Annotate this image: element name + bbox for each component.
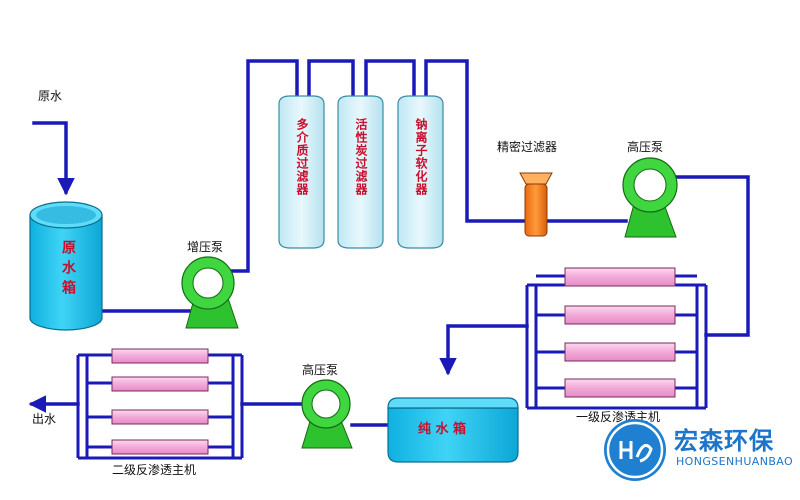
precision-filter (519, 172, 553, 237)
high-pressure-pump-1-label: 高压泵 (627, 140, 664, 154)
ro-stage-2-membranes (111, 348, 209, 455)
booster-to-filters-pipe (219, 59, 299, 273)
logo-badge (604, 419, 666, 481)
membrane-tube (111, 409, 209, 425)
ro1-to-pure-tank-pipe (439, 324, 529, 376)
ro-stage-2-label: 二级反渗透主机 (112, 463, 197, 477)
booster-pump-label: 增压泵 (187, 240, 224, 254)
pure-water-tank-label: 纯 水 箱 (418, 422, 467, 437)
membrane-tube (564, 342, 676, 362)
hp-pump-to-ro1-pipe (674, 175, 750, 337)
raw-water-tank-label: 原水箱 (60, 240, 76, 300)
raw-water-inlet-pipe (32, 121, 75, 196)
company-logo: 宏森环保 HONGSENHUANBAO (602, 413, 798, 488)
membrane-tube (111, 348, 209, 364)
filter-link-1-pipe (307, 59, 355, 106)
logo-name-en: HONGSENHUANBAO (676, 455, 794, 468)
high-pressure-pump-2-label: 高压泵 (302, 363, 339, 377)
high-pressure-pump-2 (301, 379, 353, 449)
outlet-water-label: 出水 (32, 412, 57, 426)
activated-carbon-filter (337, 95, 384, 249)
membrane-tube (111, 376, 209, 392)
ro-stage-1-membranes (564, 267, 676, 398)
precision-filter-label: 精密过滤器 (497, 140, 558, 154)
high-pressure-pump-1 (622, 157, 678, 238)
raw-water-in-label: 原水 (38, 89, 63, 103)
logo-name-cn: 宏森环保 (674, 427, 774, 455)
filter-link-2-pipe (364, 59, 416, 106)
ro-stage-2 (76, 353, 244, 460)
membrane-tube (564, 378, 676, 398)
softener-filter-label: 钠离子软化器 (414, 118, 428, 196)
booster-pump (181, 256, 239, 329)
multimedia-filter-label: 多介质过滤器 (295, 118, 309, 196)
membrane-tube (564, 267, 676, 287)
softener-filter (397, 95, 444, 249)
logo-mark-icon (606, 421, 664, 479)
multimedia-filter (278, 95, 325, 249)
activated-carbon-filter-label: 活性炭过滤器 (354, 118, 368, 196)
membrane-tube (564, 305, 676, 325)
pure-water-tank (387, 397, 519, 463)
pipes (28, 59, 750, 427)
membrane-tube (111, 439, 209, 455)
raw-water-tank (29, 201, 103, 331)
softener-to-precision-pipe (424, 59, 528, 223)
